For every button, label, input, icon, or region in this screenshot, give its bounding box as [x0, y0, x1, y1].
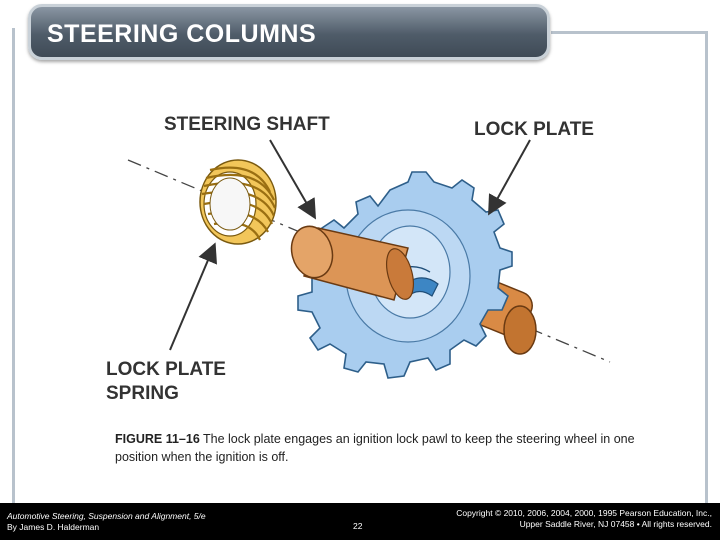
frame-line-left: [12, 28, 15, 503]
footer-bar: Automotive Steering, Suspension and Alig…: [0, 503, 720, 540]
lock-plate-spring-arrow: [169, 242, 217, 351]
steering-shaft-arrow: [269, 139, 317, 220]
figure-number: FIGURE 11–16: [115, 432, 200, 446]
label-lock-plate-spring-line2: SPRING: [106, 383, 179, 404]
steering-shaft: [290, 225, 415, 301]
label-lock-plate-spring-line1: LOCK PLATE: [106, 359, 226, 380]
frame-line-right: [705, 31, 708, 503]
frame-line-top: [551, 31, 708, 34]
steering-column-diagram: [127, 139, 611, 379]
lock-plate-arrow: [488, 139, 531, 216]
footer-book-title: Automotive Steering, Suspension and Alig…: [7, 511, 206, 521]
label-steering-shaft: STEERING SHAFT: [164, 114, 330, 135]
footer-page-number: 22: [353, 521, 363, 531]
label-lock-plate: LOCK PLATE: [474, 119, 594, 140]
figure-caption: FIGURE 11–16 The lock plate engages an i…: [115, 430, 655, 466]
figure-caption-text: The lock plate engages an ignition lock …: [115, 432, 635, 464]
footer-author: By James D. Halderman: [7, 522, 100, 532]
lock-plate-spring: [199, 159, 277, 245]
slide-title: STEERING COLUMNS: [47, 20, 317, 48]
footer-copyright: Copyright © 2010, 2006, 2004, 2000, 1995…: [456, 508, 712, 530]
footer-book-info: Automotive Steering, Suspension and Alig…: [7, 511, 206, 533]
title-tab: STEERING COLUMNS: [28, 4, 550, 60]
footer-copyright-line1: Copyright © 2010, 2006, 2004, 2000, 1995…: [456, 508, 712, 518]
footer-copyright-line2: Upper Saddle River, NJ 07458 • All right…: [519, 519, 712, 529]
